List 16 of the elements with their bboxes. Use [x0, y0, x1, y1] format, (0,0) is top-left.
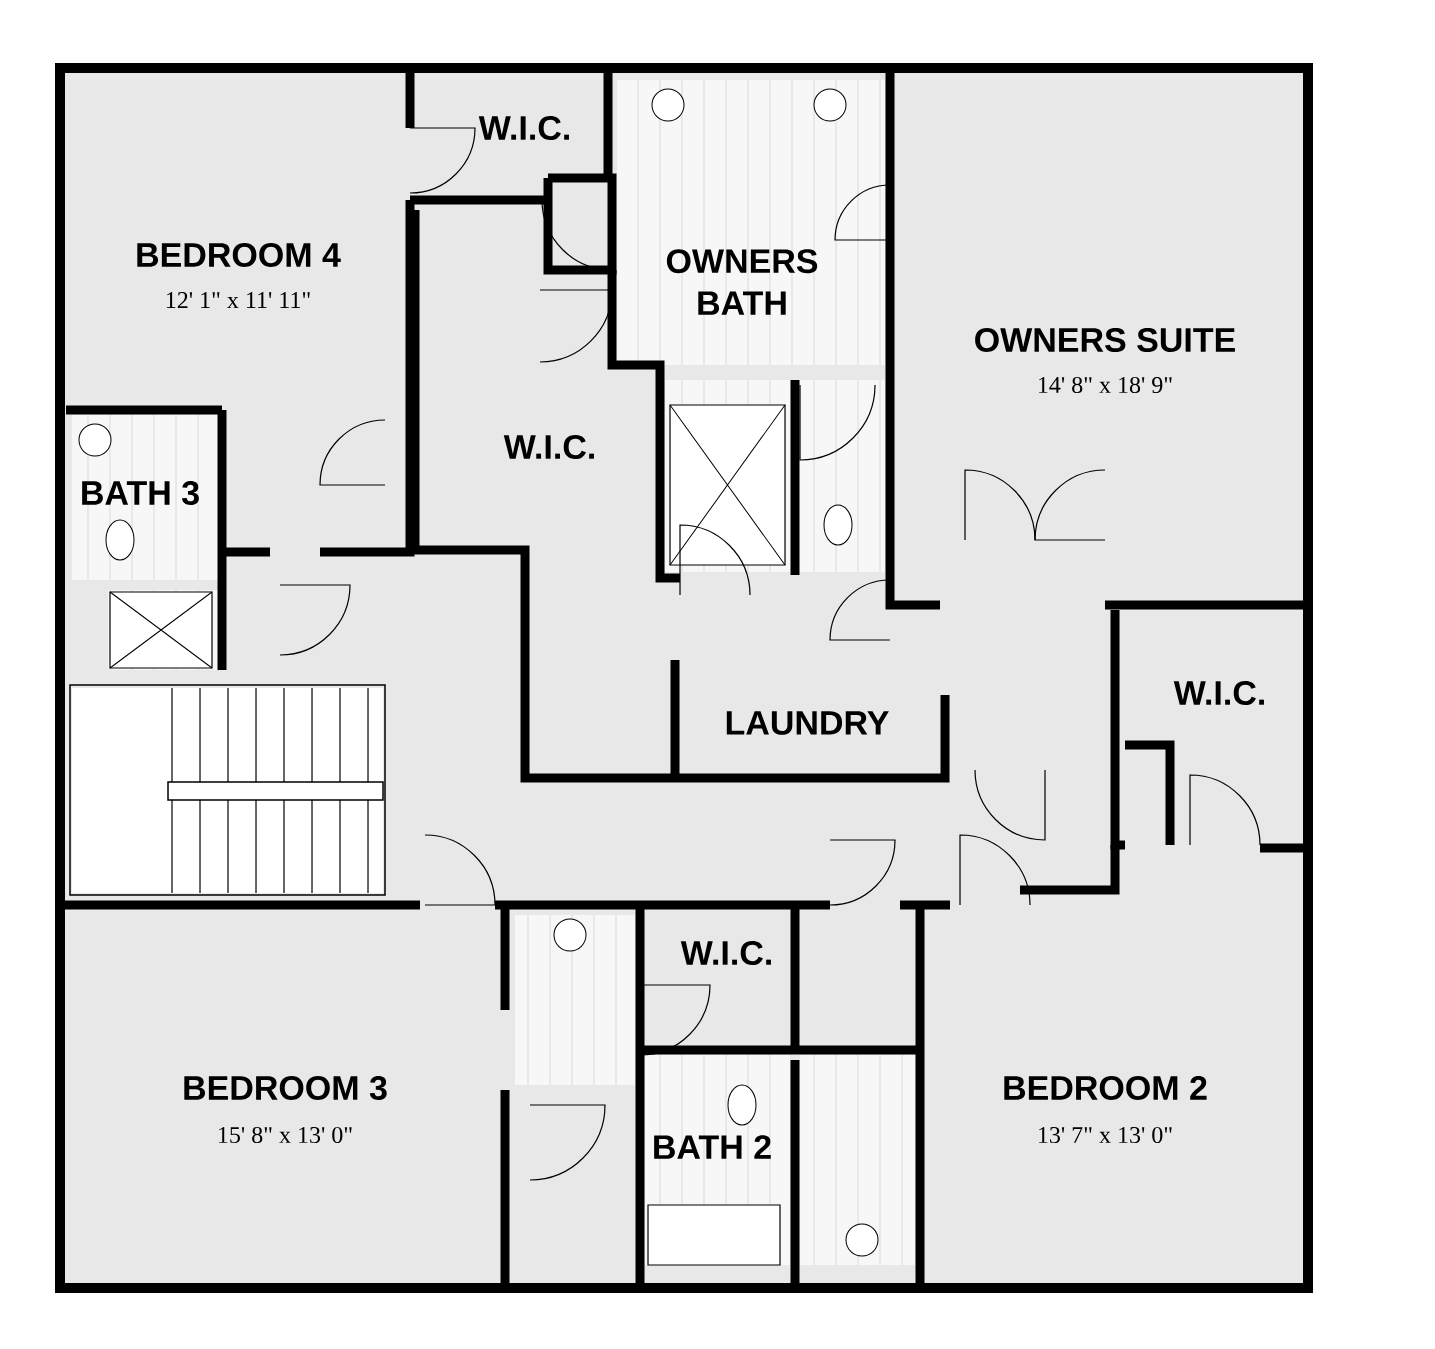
room-label: BEDROOM 4 [137, 242, 341, 268]
room-label: W.I.C. [478, 115, 569, 141]
room-label: W.I.C. [503, 434, 594, 460]
room-label: W.I.C. [1173, 680, 1264, 706]
room-label: OWNERS SUITE [975, 327, 1235, 353]
room-label: LAUNDRY [726, 711, 889, 735]
room-label: OWNERS BATH [666, 249, 818, 315]
room-label: BEDROOM 2 [1004, 1075, 1207, 1101]
room-label: BATH 3 [82, 480, 199, 506]
room-dimension: 15' 8" x 13' 0" [219, 1126, 352, 1144]
room-dimension: 14' 8" x 18' 9" [1039, 376, 1172, 394]
room-label: BATH 2 [654, 1135, 771, 1159]
room-dimension: 13' 7" x 13' 0" [1039, 1126, 1172, 1144]
room-dimension: 12' 1" x 11' 11" [166, 292, 310, 308]
room-label: W.I.C. [680, 940, 771, 966]
room-label: BEDROOM 3 [184, 1075, 387, 1101]
